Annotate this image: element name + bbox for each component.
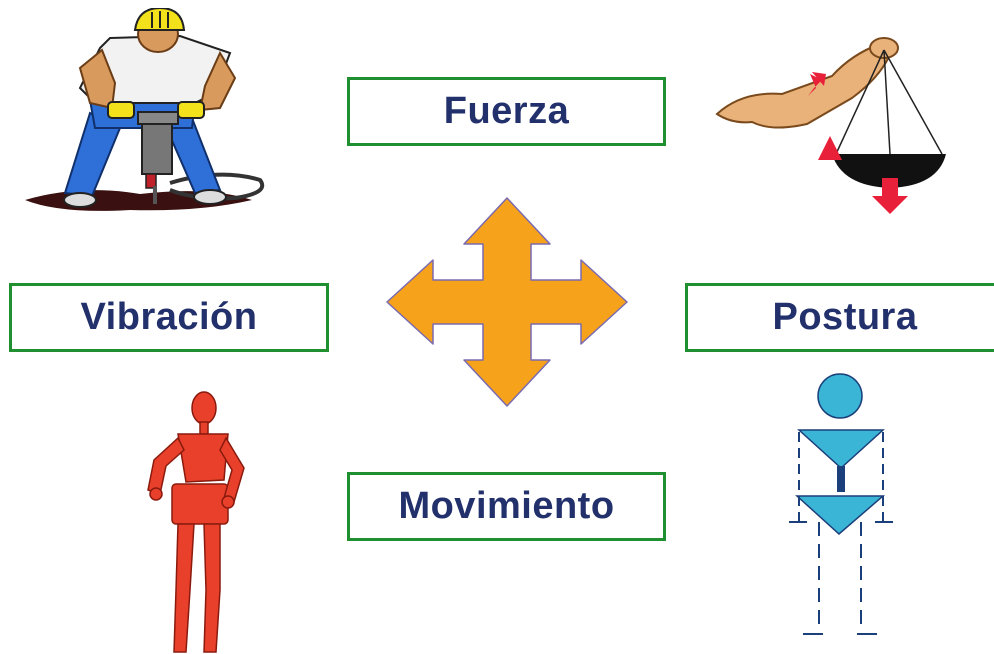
jackhammer-worker-icon [25,8,265,211]
arm-lifting-scale-icon [715,37,946,214]
vibracion-label: Vibración [80,296,258,338]
wooden-mannequin-icon [147,391,245,653]
fuerza-label-box: Fuerza [347,77,666,146]
movimiento-label: Movimiento [398,485,615,527]
four-way-arrow-icon [386,197,628,407]
movimiento-label-box: Movimiento [347,472,666,541]
postura-label: Postura [772,296,918,338]
posture-stick-figure-icon [789,373,893,635]
vibracion-label-box: Vibración [9,283,329,352]
postura-label-box: Postura [685,283,994,352]
fuerza-label: Fuerza [443,90,570,132]
